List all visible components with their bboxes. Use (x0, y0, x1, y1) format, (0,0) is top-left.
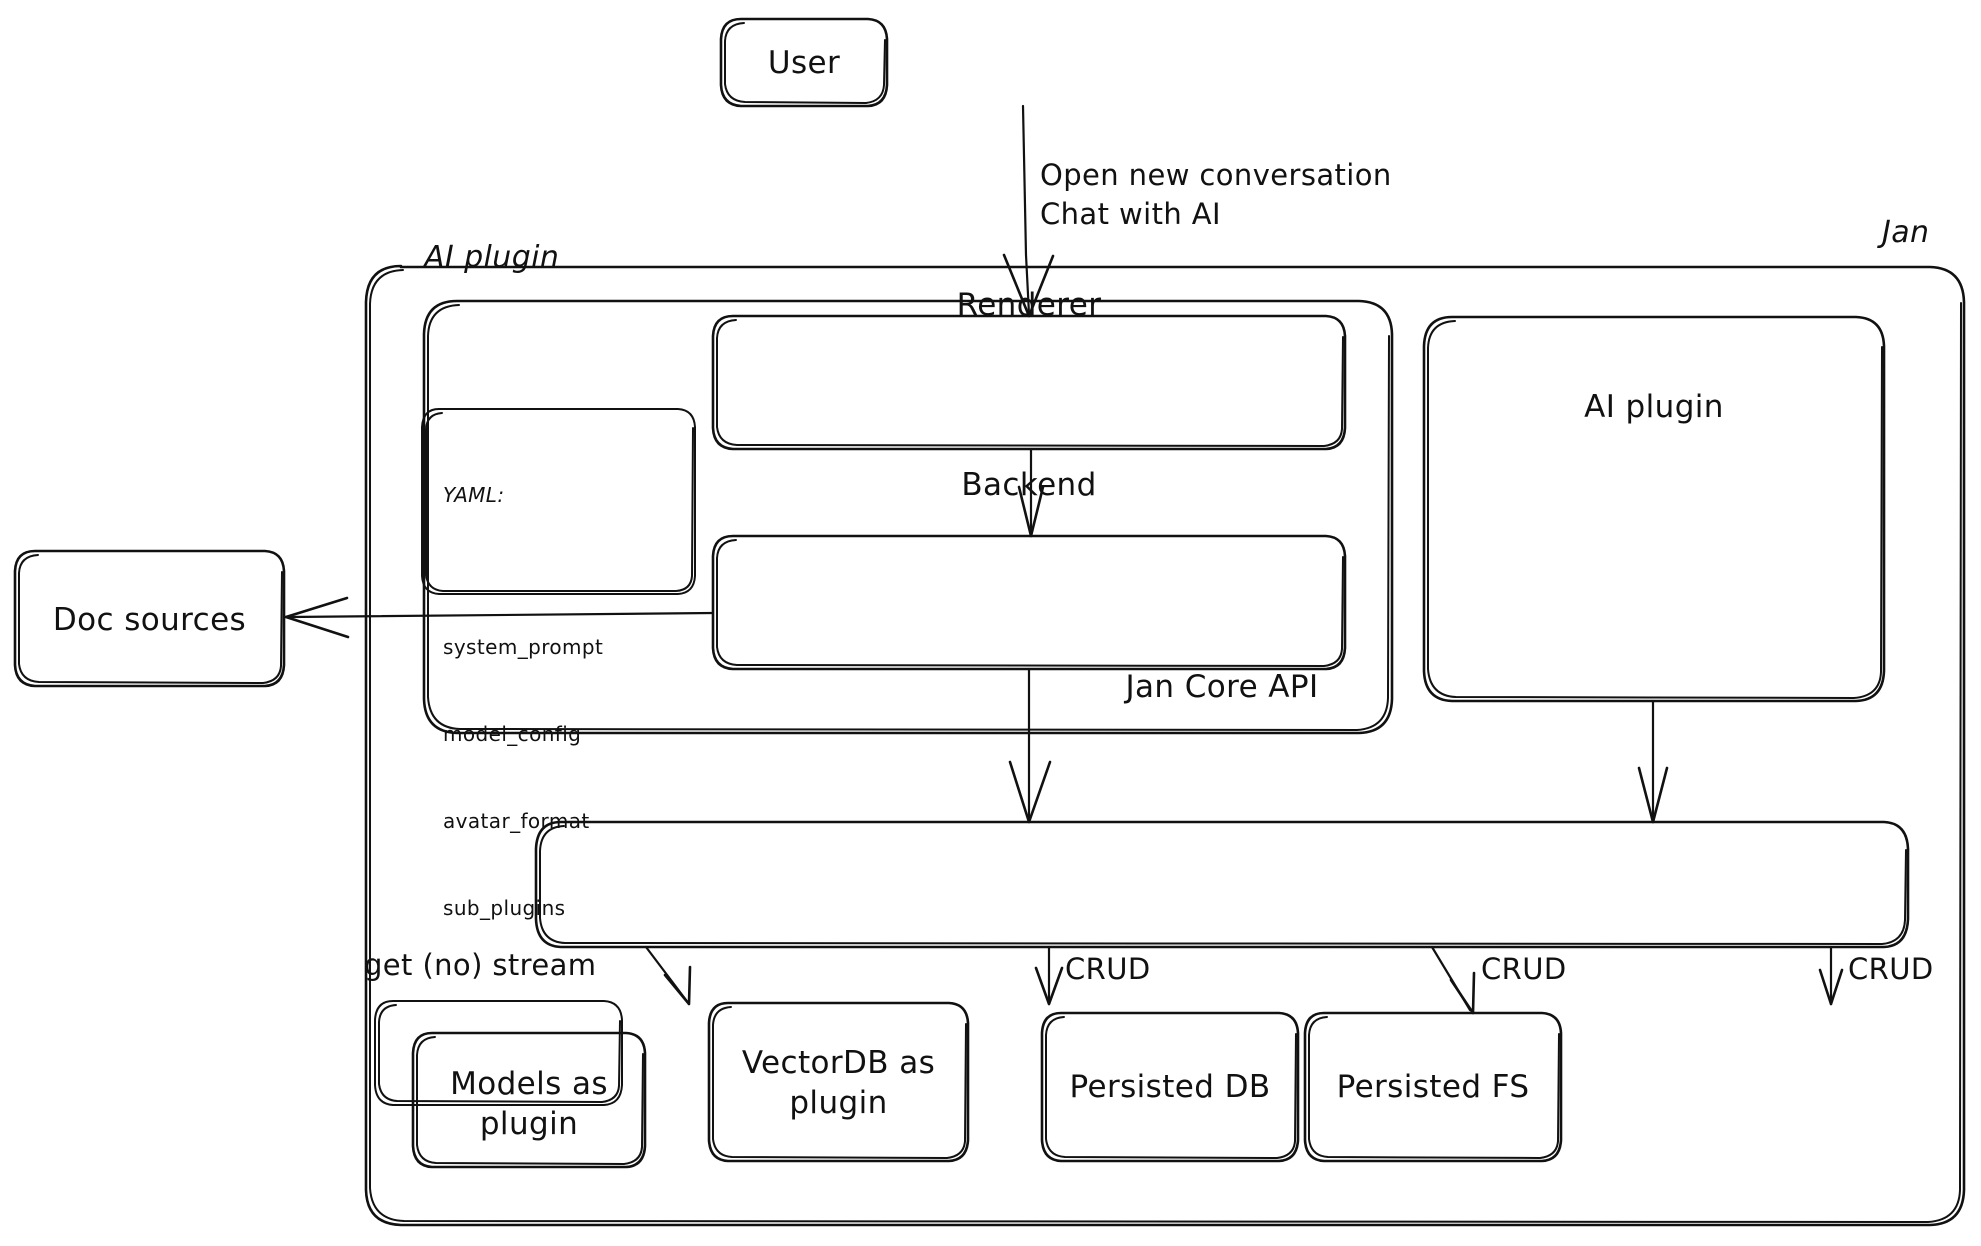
backend-box-shape (711, 534, 1347, 671)
renderer-box-shape (711, 314, 1347, 451)
models-as-plugin-front-box-shape (411, 1031, 647, 1169)
doc-sources-box-shape (13, 549, 286, 688)
jan-core-api-box-shape (534, 820, 1910, 949)
persisted-fs-box-shape (1303, 1011, 1563, 1163)
arrow-backend-to-doc-sources (284, 596, 715, 639)
arrow-user-to-renderer (1002, 104, 1055, 318)
models-as-plugin-back-box-shape (374, 1000, 623, 1106)
arrow-jan-core-api-to-vectordb (1034, 945, 1064, 1006)
jan-container-shape (364, 264, 1966, 1227)
ai-plugin-group-shape (422, 299, 1394, 735)
user-box-shape (719, 17, 889, 108)
ai-plugin-right-box-shape (1422, 315, 1886, 703)
arrow-jan-core-api-to-persisted-fs (1818, 945, 1844, 1006)
arrow-ai-plugin-right-to-jan-core-api (1637, 699, 1669, 824)
arrow-backend-to-jan-core-api (1008, 667, 1052, 824)
arrow-jan-core-api-to-persisted-db (1430, 945, 1476, 1015)
vectordb-as-plugin-box-shape (707, 1001, 970, 1163)
persisted-db-box-shape (1040, 1011, 1300, 1163)
arrow-renderer-to-backend (1017, 447, 1045, 538)
arrow-jan-core-api-to-models (644, 945, 692, 1006)
yaml-card-shape (421, 408, 696, 595)
